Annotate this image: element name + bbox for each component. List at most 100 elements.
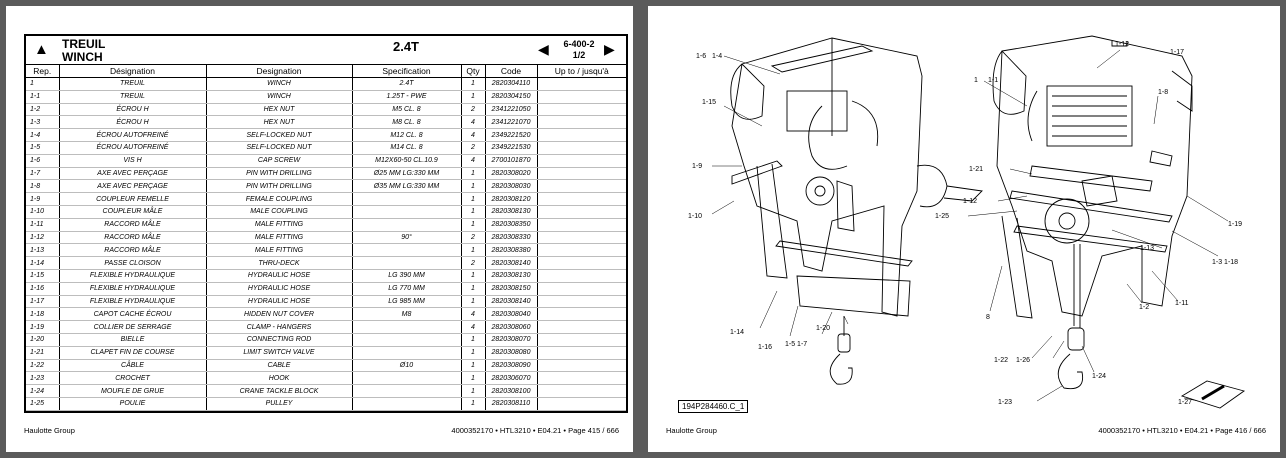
cell-specification: 1.25T - PWE (351, 90, 462, 104)
cell-qty: 1 (460, 167, 486, 181)
next-arrow-icon[interactable]: ▶ (604, 41, 615, 57)
cell-code: 2700101870 (484, 154, 538, 168)
cell-qty: 1 (460, 282, 486, 296)
label-1-2: 1-2 (1139, 304, 1149, 311)
label-1-4: 1-4 (712, 53, 722, 60)
cell-qty: 1 (460, 90, 486, 104)
cell-designation-en: MALE FITTING (205, 218, 353, 232)
cell-specification: M12 CL. 8 (351, 128, 462, 142)
cell-designation-en: CRANE TACKLE BLOCK (205, 384, 353, 398)
label-1-24: 1-24 (1092, 373, 1106, 380)
col-code: Code (484, 65, 538, 78)
cell-specification (351, 256, 462, 270)
cell-designation-en: CABLE (205, 359, 353, 373)
cell-rep: 1-6 (26, 154, 60, 168)
cell-up-to (536, 205, 626, 219)
up-arrow-icon[interactable]: ▲ (34, 41, 49, 58)
cell-qty: 4 (460, 307, 486, 322)
cell-code: 2349221530 (484, 141, 538, 155)
cell-qty: 1 (460, 192, 486, 206)
cell-designation-fr: PASSE CLOISON (58, 256, 207, 270)
cell-code: 2820308140 (484, 256, 538, 270)
cell-designation-en: PULLEY (205, 397, 353, 411)
cell-designation-en: PIN WITH DRILLING (205, 167, 353, 181)
label-1-13: 1-13 (1140, 245, 1154, 252)
cell-designation-en: PIN WITH DRILLING (205, 179, 353, 194)
cell-code: 2820308380 (484, 243, 538, 258)
label-1-11: 1-11 (1175, 300, 1189, 307)
cell-designation-en: HOOK (205, 371, 353, 386)
label-1-21: 1-21 (969, 166, 983, 173)
cell-qty: 2 (460, 103, 486, 117)
cell-designation-fr: ÉCROU H (58, 115, 207, 130)
cell-designation-en: MALE COUPLING (205, 205, 353, 219)
cell-code: 2820308080 (484, 346, 538, 360)
cell-qty: 1 (460, 371, 486, 386)
footer-company: Haulotte Group (24, 426, 75, 435)
footer-company-right: Haulotte Group (666, 426, 717, 435)
cell-up-to (536, 243, 626, 258)
winch-frame-right (992, 35, 1193, 319)
leader-lines (711, 49, 1229, 402)
label-1-1: 1-1 (988, 77, 998, 84)
cell-up-to (536, 179, 626, 194)
page-reference: 6-400-2 (563, 39, 595, 49)
title-french: TREUIL (62, 37, 106, 51)
cell-code: 2820308020 (484, 167, 538, 181)
cell-designation-en: CLAMP - HANGERS (205, 320, 353, 334)
col-qty: Qty (460, 65, 486, 78)
label-1-10: 1-10 (688, 213, 702, 220)
cell-up-to (536, 346, 626, 360)
cell-designation-fr: BIELLE (58, 333, 207, 347)
cell-designation-fr: FLEXIBLE HYDRAULIQUE (58, 269, 207, 283)
cell-designation-en: SELF-LOCKED NUT (205, 128, 353, 142)
cell-designation-en: HEX NUT (205, 103, 353, 117)
cell-rep: 1-2 (26, 103, 60, 117)
prev-arrow-icon[interactable]: ◀ (538, 41, 549, 57)
cell-rep: 1-22 (26, 359, 60, 373)
cell-qty: 2 (460, 256, 486, 270)
cell-specification: M5 CL. 8 (351, 103, 462, 117)
cell-designation-fr: ÉCROU AUTOFREINÉ (58, 128, 207, 142)
cell-designation-fr: TREUIL (58, 90, 207, 104)
cell-rep: 1-1 (26, 90, 60, 104)
cell-specification: M14 CL. 8 (351, 141, 462, 155)
cell-code: 2820306070 (484, 371, 538, 386)
cell-designation-en: HIDDEN NUT COVER (205, 307, 353, 322)
cell-up-to (536, 295, 626, 309)
cell-qty: 1 (460, 397, 486, 411)
label-1-12-mid: 1-12 (963, 198, 977, 205)
cell-specification (351, 243, 462, 258)
label-1-25: 1-25 (935, 213, 949, 220)
cell-designation-fr: RACCORD MÂLE (58, 231, 207, 245)
cell-qty: 1 (460, 218, 486, 232)
cell-qty: 4 (460, 115, 486, 130)
cell-designation-fr: AXE AVEC PERÇAGE (58, 167, 207, 181)
cell-qty: 1 (460, 243, 486, 258)
parts-table: Rep. Désignation Designation Specificati… (26, 65, 626, 411)
cell-rep: 1-8 (26, 179, 60, 194)
label-1-15: 1-15 (702, 99, 716, 106)
cell-up-to (536, 90, 626, 104)
label-1-8: 1-8 (1158, 89, 1168, 96)
cell-code: 2820308350 (484, 218, 538, 232)
cell-rep: 1-10 (26, 205, 60, 219)
cell-rep: 1-12 (26, 231, 60, 245)
cell-rep: 1-23 (26, 371, 60, 386)
cell-designation-en: WINCH (205, 77, 353, 91)
cell-specification: 90° (351, 231, 462, 245)
cell-specification: Ø25 MM LG:330 MM (351, 167, 462, 181)
label-1-22: 1-22 (994, 357, 1008, 364)
cell-up-to (536, 269, 626, 283)
